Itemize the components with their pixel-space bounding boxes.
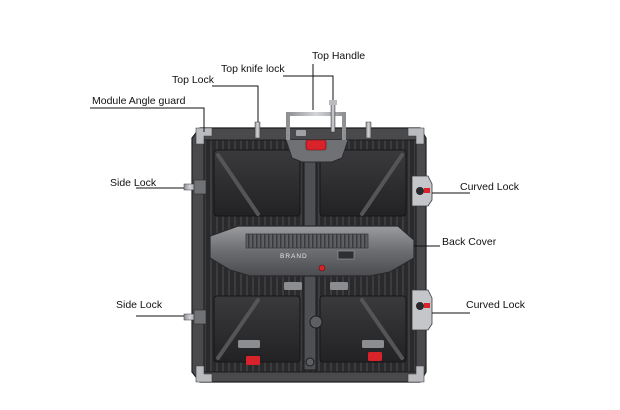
label-top-handle: Top Handle: [312, 50, 366, 62]
leader-lines: [90, 64, 470, 317]
side-lock-lower-icon: [183, 309, 207, 325]
side-lock-upper-icon: [183, 179, 207, 195]
leader-module-angle-guard: [90, 107, 205, 132]
label-top-lock: Top Lock: [172, 74, 215, 86]
label-top-knife-lock: Top knife lock: [221, 63, 285, 75]
back-cover-beam: [209, 225, 415, 277]
bottom-red-latch-left: [246, 356, 260, 365]
bottom-red-latch-right: [368, 352, 382, 361]
curved-lock-lower-icon: [411, 289, 433, 331]
back-cover-indicator: [318, 264, 326, 272]
handle-red-latch: [305, 139, 327, 151]
leader-top-knife-lock: [283, 75, 334, 100]
brand-text: BRAND: [280, 253, 308, 260]
handle-icon: [285, 112, 349, 163]
leader-top-lock: [212, 85, 259, 122]
lock-icon: [329, 100, 337, 133]
curved-lock-icon: [411, 175, 433, 207]
label-side-lock-upper: Side Lock: [110, 177, 157, 189]
label-back-cover: Back Cover: [442, 236, 497, 248]
angle-guard-top-left: [195, 127, 213, 145]
label-side-lock-lower: Side Lock: [116, 299, 163, 311]
label-module-angle-guard: Module Angle guard: [92, 95, 186, 107]
label-curved-lock-upper: Curved Lock: [460, 181, 519, 193]
label-curved-lock-lower: Curved Lock: [466, 299, 525, 311]
